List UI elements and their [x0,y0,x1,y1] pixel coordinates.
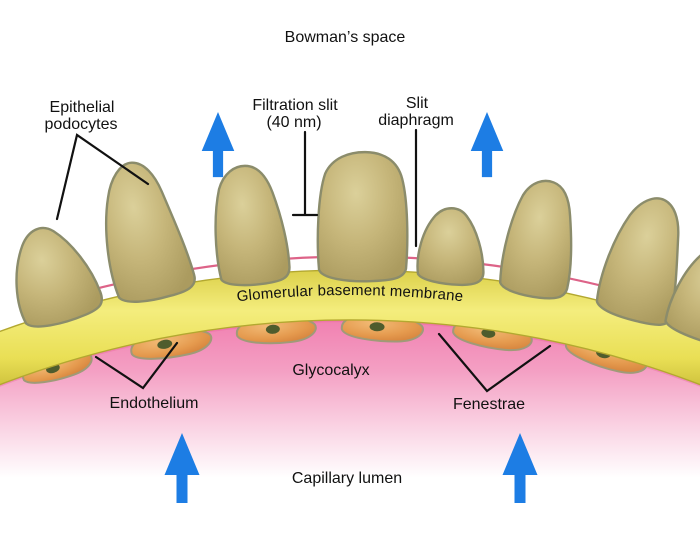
slit-diaphragm-label: diaphragm [378,112,454,129]
endothelium-pointer-line [94,341,179,390]
fenestrae-label: Fenestrae [453,396,525,413]
podocyte [104,161,196,303]
pointer-lines [55,128,552,393]
podocyte [15,226,104,328]
podocyte [498,179,573,300]
up-arrow-icon [502,433,538,503]
filtration-slit-label: Filtration slit [252,97,338,114]
podocyte [595,197,680,326]
slit-diaphragm-label: Slit [406,95,429,112]
cell-nucleus [369,322,385,332]
podocytes-pointer-line [55,133,150,221]
epithelial-podocytes-label: podocytes [45,116,118,133]
text-labels: Bowman’s space Epithelial podocytes Filt… [45,29,526,487]
bowmans-space-label: Bowman’s space [285,29,406,46]
podocyte [214,164,291,287]
flow-arrows [164,112,538,503]
podocytes [15,150,700,346]
cell-nucleus [265,324,280,334]
cell-nucleus [157,339,173,349]
fenestrae-pointer-line [437,332,552,393]
cell-nucleus [481,328,496,338]
endothelium-label: Endothelium [110,395,199,412]
podocyte [416,207,485,287]
up-arrow-icon [164,433,200,503]
capillary-lumen-label: Capillary lumen [292,470,402,487]
glycocalyx-label: Glycocalyx [292,362,369,379]
membrane-label: Glomerular basement membrane [236,282,464,305]
podocyte [664,246,700,346]
filtration-slit-label: (40 nm) [266,114,321,131]
podocyte [316,150,409,283]
epithelial-podocytes-label: Epithelial [50,99,115,116]
up-arrow-icon [470,112,504,178]
up-arrow-icon [201,112,235,178]
